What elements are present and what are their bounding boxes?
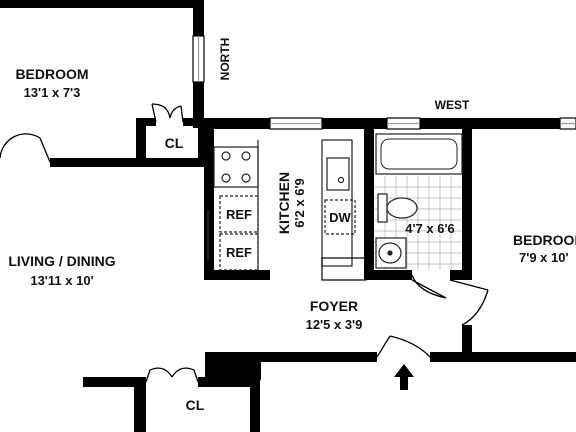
door-closet-top <box>151 103 184 123</box>
cabinet-base <box>321 257 367 281</box>
window-bath <box>386 117 421 130</box>
bath-fixtures <box>374 133 463 270</box>
wall-bath-bottom-left <box>364 270 412 280</box>
wall-bedroom-bottom <box>50 158 210 167</box>
wall-bottom-jog-down <box>250 362 260 432</box>
wall-bath-bottom-right <box>450 270 472 280</box>
wall-bedroom-right-bottom <box>430 352 576 362</box>
wall-bottom-main <box>205 352 377 362</box>
room-size-living: 13'11 x 10' <box>30 273 93 288</box>
door-entry <box>376 335 431 358</box>
toilet-icon <box>377 193 418 223</box>
wall-kitchen-left <box>204 118 214 280</box>
door-closet-bottom <box>145 367 199 383</box>
compass-north: NORTH <box>218 38 232 81</box>
doors <box>0 103 489 383</box>
appliance-label-ref-bottom: REF <box>226 245 252 260</box>
door-bedroom-top <box>0 133 51 163</box>
appliance-label-dishwasher: DW <box>329 210 351 225</box>
wall-closet-top-right <box>183 118 210 126</box>
room-size-foyer: 12'5 x 3'9 <box>306 317 363 332</box>
door-bath <box>411 274 447 299</box>
wall-north-lower <box>193 82 204 128</box>
wall-north-upper <box>193 0 204 36</box>
dishwasher <box>324 199 356 235</box>
closet-label-bottom: CL <box>186 397 205 413</box>
closet-label-top: CL <box>165 135 184 151</box>
room-size-bedroom-top: 13'1 x 7'3 <box>24 85 81 100</box>
wall-kitchen-bottom <box>204 270 270 280</box>
room-name-bedroom-right: BEDROOM <box>513 232 576 248</box>
burner-icon <box>241 151 251 161</box>
wall-bath-right <box>462 118 472 280</box>
wall-bath-left <box>364 118 374 280</box>
vanity-sink-icon <box>375 237 407 269</box>
kitchen-fixtures <box>207 139 367 281</box>
wall-west-3 <box>420 118 560 129</box>
wall-bottom-jog <box>205 362 261 380</box>
room-name-living: LIVING / DINING <box>8 253 115 269</box>
sink-drain-icon <box>337 176 345 184</box>
window-kitchen <box>269 117 323 130</box>
room-size-bath: 4'7 x 6'6 <box>405 221 455 236</box>
burner-icon <box>241 173 251 183</box>
door-bedroom-right <box>449 279 489 326</box>
sink-icon <box>326 157 350 191</box>
window-north <box>192 35 205 83</box>
wall-closet-top <box>136 118 156 126</box>
appliance-label-ref-top: REF <box>226 207 252 222</box>
wall-closet-bottom-top-right <box>198 377 250 387</box>
wall-closet-left <box>136 118 146 166</box>
bathtub-inner <box>380 138 458 170</box>
room-name-foyer: FOYER <box>310 298 358 314</box>
compass-west: WEST <box>435 98 470 112</box>
room-name-kitchen: KITCHEN <box>276 172 292 234</box>
room-name-bedroom-top: BEDROOM <box>15 66 88 82</box>
wall-closet-bottom-top-left <box>83 377 146 387</box>
room-size-bedroom-right: 7'9 x 10' <box>519 250 569 265</box>
wall-top-left <box>0 0 204 8</box>
wall-west-1 <box>198 118 270 129</box>
burner-icon <box>221 151 231 161</box>
room-size-kitchen: 6'2 x 6'9 <box>292 178 307 228</box>
wall-closet-bottom-left <box>134 377 146 432</box>
window-bedroom-right <box>559 117 576 130</box>
counter-right <box>321 139 353 267</box>
labels: NORTH WEST BEDROOM 13'1 x 7'3 CL KITCHEN… <box>8 38 576 413</box>
burner-icon <box>221 173 231 183</box>
windows <box>192 35 576 130</box>
wall-west-2 <box>322 118 387 129</box>
entry-arrow-icon <box>394 364 414 390</box>
wall-bedroom-right-post <box>462 325 472 357</box>
